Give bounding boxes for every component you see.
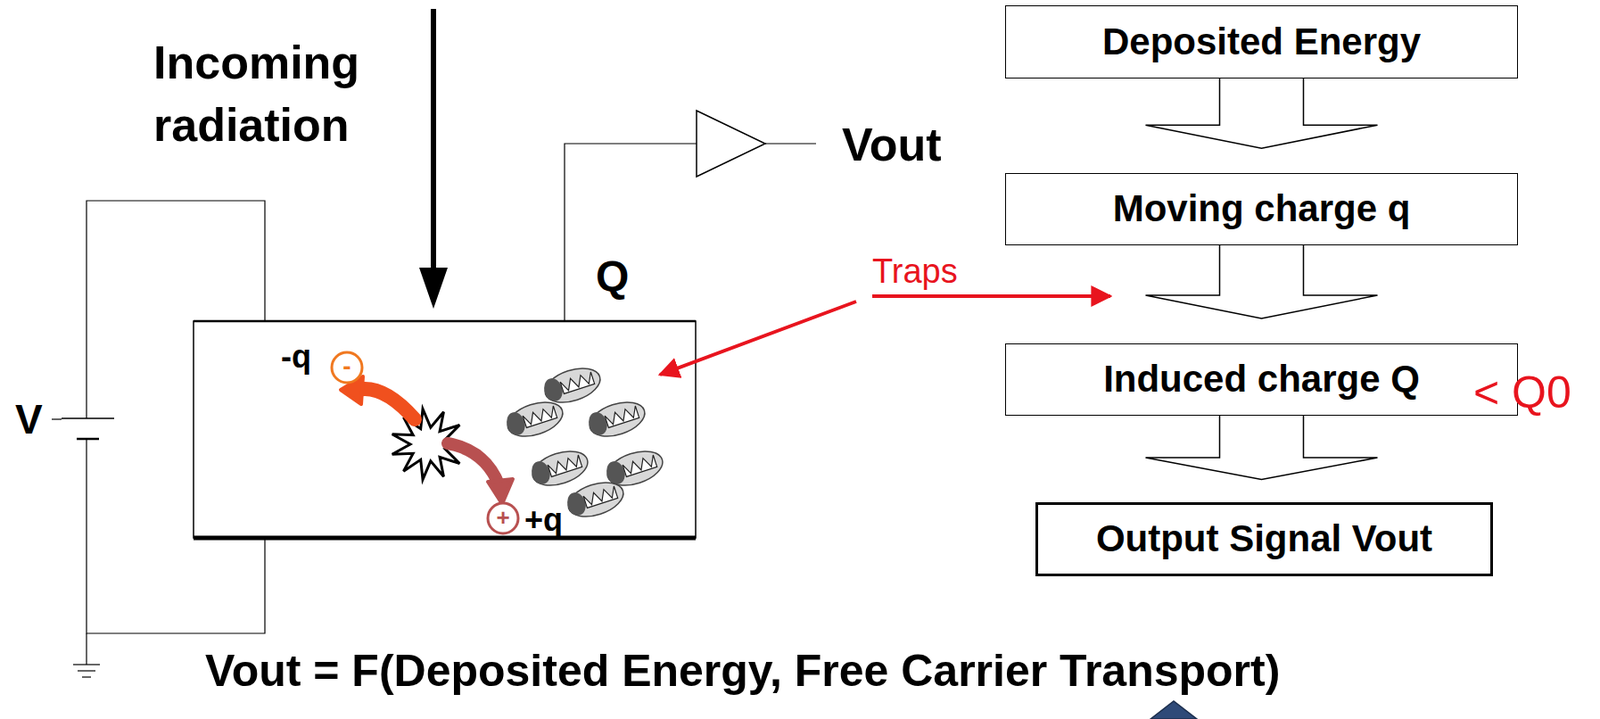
block-arrow xyxy=(1146,414,1378,480)
amplifier-symbol xyxy=(564,110,817,322)
process-box: Output Signal Vout xyxy=(1035,502,1493,577)
box-text: Deposited Energy xyxy=(1102,20,1421,64)
trap-label: Traps xyxy=(872,253,958,291)
process-box: Moving charge q xyxy=(1005,173,1518,246)
equation: Vout = F(Deposited Energy, Free Carrier … xyxy=(205,646,1280,696)
process-box: Deposited Energy xyxy=(1005,5,1518,79)
charge-label: Q xyxy=(595,253,629,301)
trap-icon xyxy=(585,395,649,443)
trap-icon xyxy=(563,476,627,523)
carrier-label: -q xyxy=(280,338,312,375)
sign-symbol: - xyxy=(342,353,351,381)
trap-icons xyxy=(503,362,667,523)
box-text: Induced charge Q xyxy=(1103,357,1420,401)
trap-icon xyxy=(540,362,604,409)
pointer-triangle xyxy=(1150,701,1197,719)
output-label: Vout xyxy=(841,119,942,171)
voltage-label: V xyxy=(15,396,43,443)
threshold-label: < Q0 xyxy=(1473,368,1572,418)
bias-circuit xyxy=(51,200,265,677)
detector-body xyxy=(193,321,696,538)
carrier-arrows xyxy=(331,352,519,534)
radiation-arrow xyxy=(419,8,448,309)
carrier-label: +q xyxy=(524,502,563,538)
trap-icon xyxy=(527,445,592,492)
trap-icon xyxy=(503,395,567,443)
sign-symbol: + xyxy=(495,504,510,531)
box-text: Moving charge q xyxy=(1113,187,1411,231)
radiation-label: Incoming radiation xyxy=(153,31,413,157)
block-arrow xyxy=(1146,77,1378,149)
process-box: Induced charge Q xyxy=(1005,343,1518,416)
block-arrow xyxy=(1146,244,1378,319)
box-text: Output Signal Vout xyxy=(1096,517,1433,561)
